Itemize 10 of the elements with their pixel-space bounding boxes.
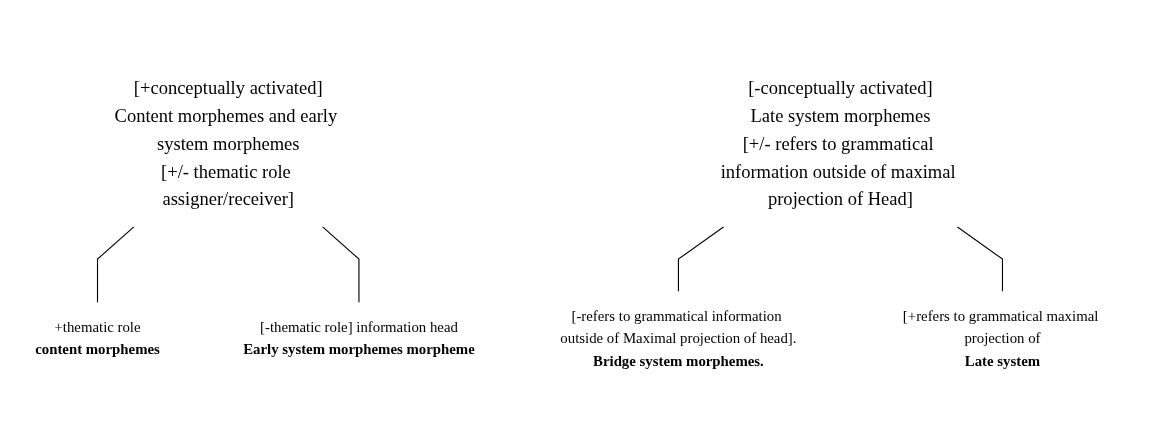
node-text: [-refers to grammatical information outside of Maximal projection of head]. Bridge system morphemes. [560,308,797,369]
node-text: +thematic role content morphemes [35,319,160,358]
connector [677,226,725,293]
node-text: [-conceptually activated] Late system morphemes [+/- refers to grammatical information outside of maximal projection of Head] [720,77,956,210]
node-text: [+conceptually activated] Content morphemes and early system morphemes [+/- thematic role assigner/receiver] [114,77,338,210]
connector [956,226,1004,293]
node-text: [+refers to grammatical maximal projection of Late system [902,308,1099,369]
node-text: [-thematic role] information head Early system morphemes morpheme [243,319,475,358]
connector [96,226,135,304]
connector [321,226,360,304]
